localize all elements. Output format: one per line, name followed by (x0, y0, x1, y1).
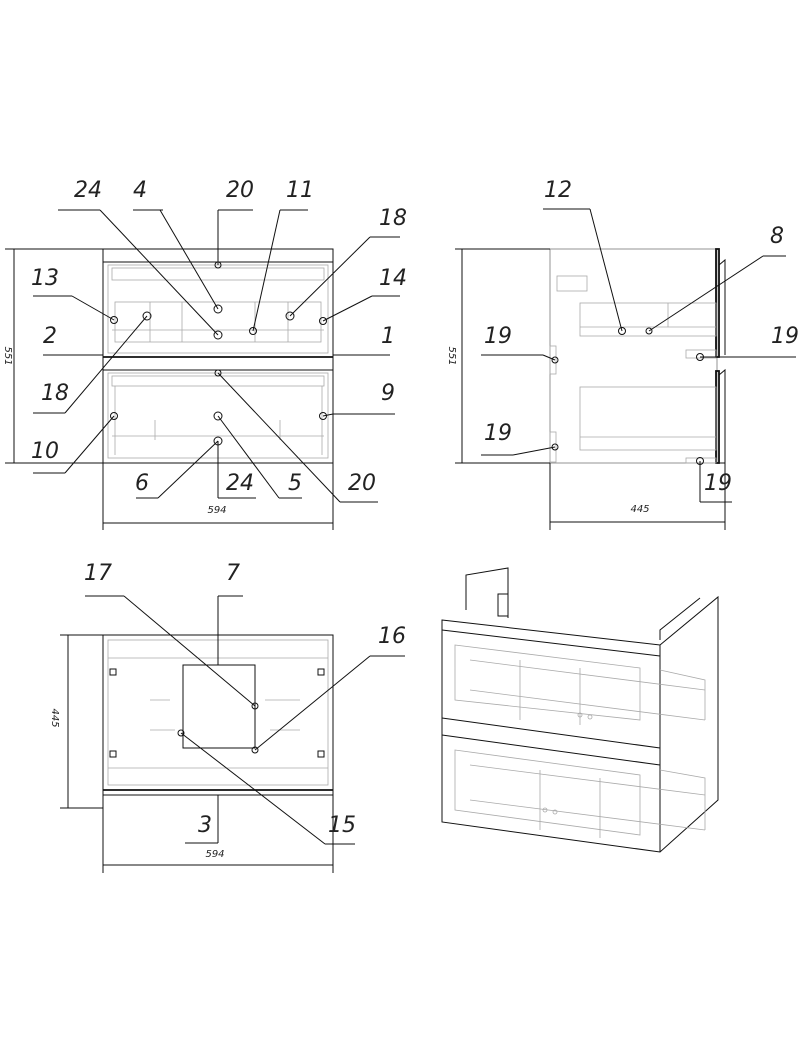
front-dimension-lines: 551 594 (2, 248, 334, 530)
front-view: 551 594 24 4 20 11 18 13 14 2 1 18 9 10 6 24 5 20 (2, 178, 407, 530)
callout-number: 18 (379, 206, 407, 231)
callout-10: 10 (31, 415, 115, 474)
callout-number: 1 (381, 324, 395, 349)
iso-drawer-internals (454, 644, 706, 838)
callout-leader-line (252, 209, 281, 332)
callout-leader-line (542, 354, 556, 361)
isometric-view (441, 567, 719, 853)
callout-15: 15 (180, 732, 356, 845)
callout-18: 18 (289, 206, 407, 317)
callout-leader-line (71, 295, 115, 321)
callout-number: 12 (544, 178, 572, 203)
callout-leader-line (589, 208, 623, 332)
callout-5: 5 (217, 415, 302, 499)
callout-leader-line (648, 255, 764, 332)
side-height-dimension: 551 (446, 346, 457, 365)
callout-9: 9 (322, 381, 395, 417)
callout-leader-line (123, 595, 256, 707)
lower-drawer-front (715, 370, 720, 464)
callout-20: 20 (217, 372, 378, 503)
top-hardware-points (177, 702, 259, 754)
callout-leader-line (180, 732, 326, 845)
callout-4: 4 (133, 178, 219, 310)
upper-drawer-front (715, 248, 720, 358)
front-height-dimension: 551 (2, 346, 13, 365)
callout-number: 14 (379, 266, 407, 291)
side-panel-outline (549, 248, 718, 464)
callout-6: 6 (135, 440, 219, 499)
callout-number: 8 (770, 224, 784, 249)
callout-number: 19 (704, 471, 732, 496)
callout-1: 1 (333, 324, 395, 356)
callout-number: 24 (74, 178, 102, 203)
callout-16: 16 (254, 624, 406, 751)
callout-number: 20 (226, 178, 254, 203)
front-view-callouts: 24 4 20 11 18 13 14 2 1 18 9 10 6 24 5 20 (31, 178, 407, 503)
callout-number: 24 (226, 471, 254, 496)
side-view-callouts: 12 8 19 19 19 19 (481, 178, 799, 503)
callout-leader-line (217, 372, 341, 503)
callout-number: 18 (41, 381, 69, 406)
callout-8: 8 (648, 224, 786, 332)
callout-number: 2 (43, 324, 57, 349)
top-width-dimension: 594 (205, 849, 224, 860)
callout-number: 19 (771, 324, 799, 349)
top-cutout (182, 664, 256, 749)
top-view: 445 594 17 7 16 3 15 (49, 561, 406, 873)
callout-leader-line (99, 209, 219, 336)
side-hardware-points (551, 327, 704, 465)
callout-number: 11 (286, 178, 314, 203)
callout-number: 19 (484, 421, 512, 446)
callout-leader-line (512, 446, 556, 456)
callout-number: 3 (198, 813, 212, 838)
side-view: 551 445 12 8 19 19 19 19 (446, 178, 799, 530)
callout-19: 19 (699, 461, 732, 503)
front-view-outline (102, 248, 334, 464)
callout-19: 19 (481, 421, 556, 456)
callout-11: 11 (252, 178, 314, 332)
callout-7: 7 (217, 561, 243, 665)
callout-17: 17 (84, 561, 256, 707)
callout-number: 4 (133, 178, 147, 203)
callout-number: 13 (31, 266, 59, 291)
callout-number: 17 (84, 561, 112, 586)
callout-19: 19 (481, 324, 556, 361)
callout-number: 15 (328, 813, 356, 838)
side-depth-dimension: 445 (630, 504, 649, 515)
top-view-callouts: 17 7 16 3 15 (84, 561, 406, 845)
callout-number: 19 (484, 324, 512, 349)
callout-19: 19 (700, 324, 799, 358)
callout-number: 10 (31, 439, 59, 464)
callout-24: 24 (58, 178, 219, 336)
front-hardware-points (110, 261, 327, 446)
callout-number: 9 (381, 381, 395, 406)
callout-18: 18 (33, 315, 148, 414)
callout-leader-line (159, 209, 219, 310)
callout-14: 14 (322, 266, 407, 322)
callout-leader-line (217, 415, 280, 499)
callout-3: 3 (185, 795, 219, 844)
callout-leader-line (322, 295, 373, 322)
callout-leader-line (254, 655, 371, 751)
callout-number: 5 (288, 471, 302, 496)
callout-leader-line (289, 236, 371, 317)
front-internal-detail (107, 264, 329, 459)
callout-leader-line (157, 440, 219, 499)
callout-24: 24 (217, 441, 256, 499)
callout-number: 20 (348, 471, 376, 496)
callout-12: 12 (543, 178, 623, 332)
callout-number: 16 (378, 624, 406, 649)
callout-20: 20 (217, 178, 254, 265)
callout-leader-line (64, 415, 115, 474)
callout-13: 13 (31, 266, 115, 321)
side-internal-detail (549, 275, 717, 464)
callout-leader-line (322, 413, 334, 417)
callout-leader-line (64, 315, 148, 414)
callout-2: 2 (43, 324, 103, 356)
callout-number: 7 (226, 561, 240, 586)
top-depth-dimension: 445 (49, 708, 60, 727)
callout-number: 6 (135, 471, 149, 496)
front-width-dimension: 594 (207, 505, 226, 516)
